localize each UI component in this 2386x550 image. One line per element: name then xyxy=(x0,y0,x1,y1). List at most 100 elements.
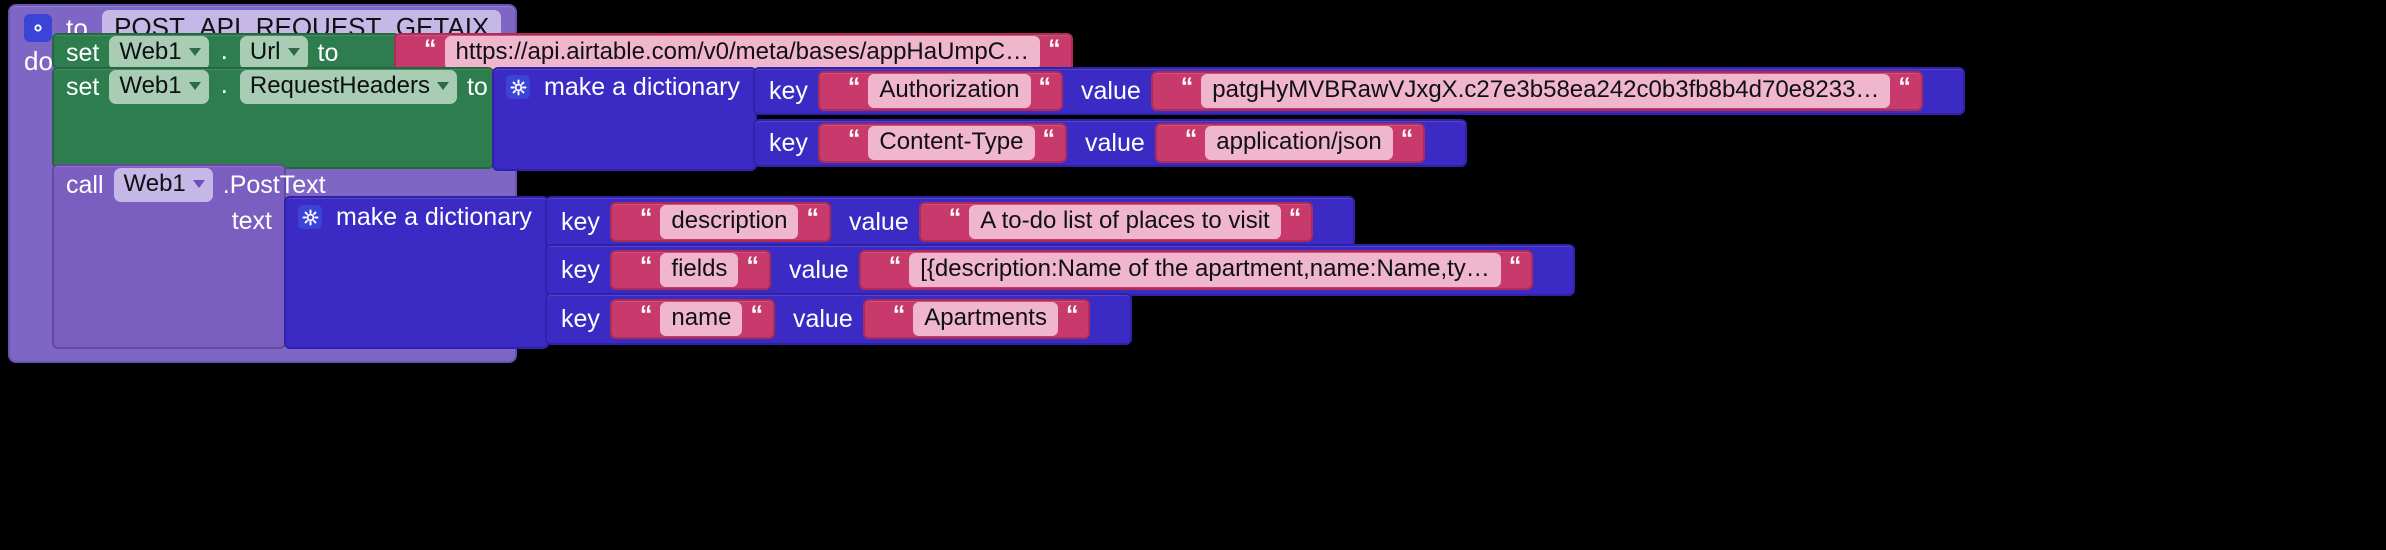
close-quote-icon: “ xyxy=(1065,301,1079,329)
close-quote-icon: “ xyxy=(1288,204,1302,232)
value-label: value xyxy=(1081,76,1141,105)
chevron-down-icon xyxy=(188,48,201,56)
open-quote-icon: “ xyxy=(639,204,653,232)
property-name: RequestHeaders xyxy=(249,72,430,100)
dictionary-pair-row[interactable]: key “ fields “ value “ [{description:Nam… xyxy=(545,244,1575,296)
dictionary-title: make a dictionary xyxy=(544,72,740,101)
value-label: value xyxy=(1085,128,1145,157)
value-label: value xyxy=(788,255,849,284)
left-socket xyxy=(406,42,416,64)
chevron-down-icon xyxy=(287,48,300,56)
procedure-do-label: do xyxy=(24,46,53,76)
text-block-key[interactable]: “ fields “ xyxy=(609,250,771,290)
key-text-field[interactable]: Authorization xyxy=(868,74,1031,108)
open-quote-icon: “ xyxy=(847,73,861,101)
dictionary-title: make a dictionary xyxy=(336,202,532,231)
left-socket xyxy=(1162,80,1173,102)
left-socket xyxy=(829,132,840,154)
component-name: Web1 xyxy=(123,170,186,198)
open-quote-icon: “ xyxy=(424,35,437,63)
close-quote-icon: “ xyxy=(1400,125,1414,153)
chevron-down-icon xyxy=(192,180,205,188)
method-name: .PostText xyxy=(222,170,326,199)
close-quote-icon: “ xyxy=(1048,35,1061,63)
make-a-dictionary-block-body[interactable]: make a dictionary xyxy=(284,196,549,349)
key-label: key xyxy=(561,255,600,284)
key-text-field[interactable]: fields xyxy=(660,253,739,287)
text-block-value[interactable]: “ patgHyMVBRawVJxgX.c27e3b58ea242c0b3fb8… xyxy=(1150,71,1923,111)
open-quote-icon: “ xyxy=(1184,125,1198,153)
set-label: set xyxy=(66,72,100,101)
text-block-key[interactable]: “ description “ xyxy=(609,202,831,242)
arg-label-text: text xyxy=(231,206,272,235)
value-text-field[interactable]: patgHyMVBRawVJxgX.c27e3b58ea242c0b3fb8b4… xyxy=(1201,74,1891,108)
left-socket xyxy=(930,211,941,233)
dictionary-pair-row[interactable]: key “ Authorization “ value “ patgHyMVBR… xyxy=(753,67,1965,115)
make-a-dictionary-block-headers[interactable]: make a dictionary xyxy=(492,67,757,171)
gear-icon[interactable] xyxy=(298,205,322,229)
to-label: to xyxy=(466,72,488,101)
gear-icon[interactable] xyxy=(24,14,52,42)
setter-block-requestheaders[interactable]: set Web1 . RequestHeaders to xyxy=(52,67,494,169)
dictionary-pair-row[interactable]: key “ Content-Type “ value “ application… xyxy=(753,119,1467,167)
left-socket xyxy=(1166,132,1177,154)
key-label: key xyxy=(561,207,600,236)
close-quote-icon: “ xyxy=(1042,125,1056,153)
value-text-field[interactable]: Apartments xyxy=(913,302,1058,336)
dot-separator: . xyxy=(220,69,228,99)
value-text-field[interactable]: [{description:Name of the apartment,name… xyxy=(909,253,1501,287)
key-text-field[interactable]: Content-Type xyxy=(868,126,1035,160)
value-label: value xyxy=(792,304,853,333)
component-name: Web1 xyxy=(119,38,182,66)
call-block-posttext[interactable]: call Web1 .PostText text xyxy=(52,164,326,349)
key-text-field[interactable]: description xyxy=(660,205,799,239)
property-dropdown-requestheaders[interactable]: RequestHeaders xyxy=(239,70,457,104)
component-name: Web1 xyxy=(119,72,182,100)
text-block-key[interactable]: “ Content-Type “ xyxy=(817,123,1067,163)
setter-block-url[interactable]: set Web1 . Url to xyxy=(52,33,400,70)
value-text-field[interactable]: A to-do list of places to visit xyxy=(969,205,1281,239)
open-quote-icon: “ xyxy=(639,252,653,280)
text-block-key[interactable]: “ name “ xyxy=(609,299,775,339)
close-quote-icon: “ xyxy=(746,252,759,280)
open-quote-icon: “ xyxy=(948,204,962,232)
open-quote-icon: “ xyxy=(847,125,861,153)
chevron-down-icon xyxy=(188,82,201,90)
dot-separator: . xyxy=(220,35,228,65)
property-name: Url xyxy=(249,38,281,66)
text-block-value[interactable]: “ A to-do list of places to visit “ xyxy=(918,202,1314,242)
close-quote-icon: “ xyxy=(1038,73,1052,101)
left-socket xyxy=(621,211,632,233)
open-quote-icon: “ xyxy=(892,301,906,329)
text-block-value[interactable]: “ Apartments “ xyxy=(862,299,1091,339)
component-dropdown-web1[interactable]: Web1 xyxy=(109,36,209,70)
value-label: value xyxy=(848,207,909,236)
dictionary-pair-row[interactable]: key “ description “ value “ A to-do list… xyxy=(545,196,1355,248)
key-label: key xyxy=(561,304,600,333)
component-dropdown-web1[interactable]: Web1 xyxy=(113,168,213,202)
dictionary-pair-row[interactable]: key “ name “ value “ Apartments “ xyxy=(545,293,1132,345)
component-dropdown-web1[interactable]: Web1 xyxy=(109,70,209,104)
key-label: key xyxy=(769,76,808,105)
key-label: key xyxy=(769,128,808,157)
text-block-key[interactable]: “ Authorization “ xyxy=(817,71,1063,111)
left-socket xyxy=(870,259,881,281)
text-block-value[interactable]: “ [{description:Name of the apartment,na… xyxy=(858,250,1534,290)
set-label: set xyxy=(66,38,100,67)
text-block-value[interactable]: “ application/json “ xyxy=(1154,123,1426,163)
property-dropdown-url[interactable]: Url xyxy=(239,36,308,70)
call-label: call xyxy=(66,170,104,199)
left-socket xyxy=(874,308,885,330)
url-text-field[interactable]: https://api.airtable.com/v0/meta/bases/a… xyxy=(444,36,1041,70)
value-text-field[interactable]: application/json xyxy=(1205,126,1393,160)
close-quote-icon: “ xyxy=(750,301,763,329)
text-block-url[interactable]: “ https://api.airtable.com/v0/meta/bases… xyxy=(394,33,1073,73)
open-quote-icon: “ xyxy=(639,301,653,329)
to-label: to xyxy=(317,38,339,67)
left-socket xyxy=(621,308,632,330)
gear-icon[interactable] xyxy=(506,75,530,99)
close-quote-icon: “ xyxy=(806,204,819,232)
close-quote-icon: “ xyxy=(1508,252,1522,280)
key-text-field[interactable]: name xyxy=(660,302,743,336)
